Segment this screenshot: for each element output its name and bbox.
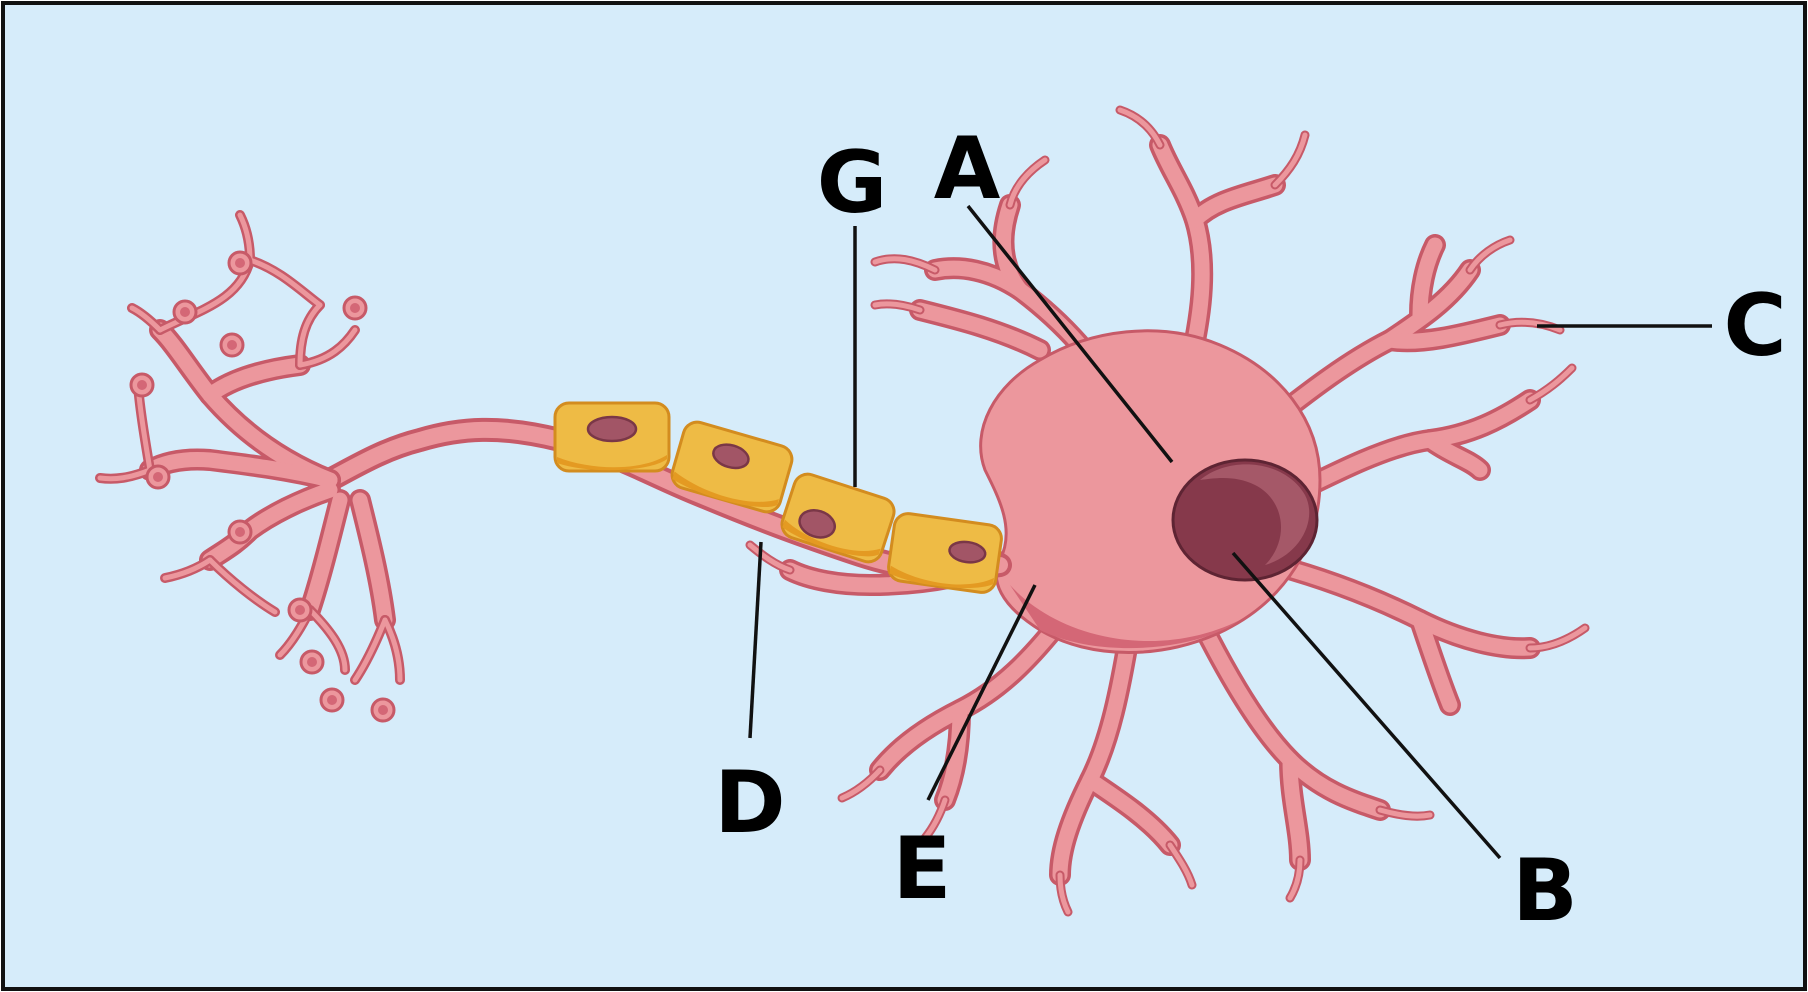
nucleus [1171,458,1319,582]
label-g: G [817,133,888,233]
label-b: B [1512,841,1578,941]
leader-line-d [748,541,763,739]
leader-line-b [1231,551,1502,860]
myelin-sheath [553,401,1003,594]
synaptic-knobs [129,250,396,723]
axon-terminal [95,210,405,723]
dendrites [745,105,1590,917]
label-e: E [893,819,952,919]
leader-line-a [966,204,1174,464]
label-d: D [714,753,785,853]
label-c: C [1723,276,1786,376]
label-a: A [934,119,1001,219]
leader-line-e [926,584,1037,801]
